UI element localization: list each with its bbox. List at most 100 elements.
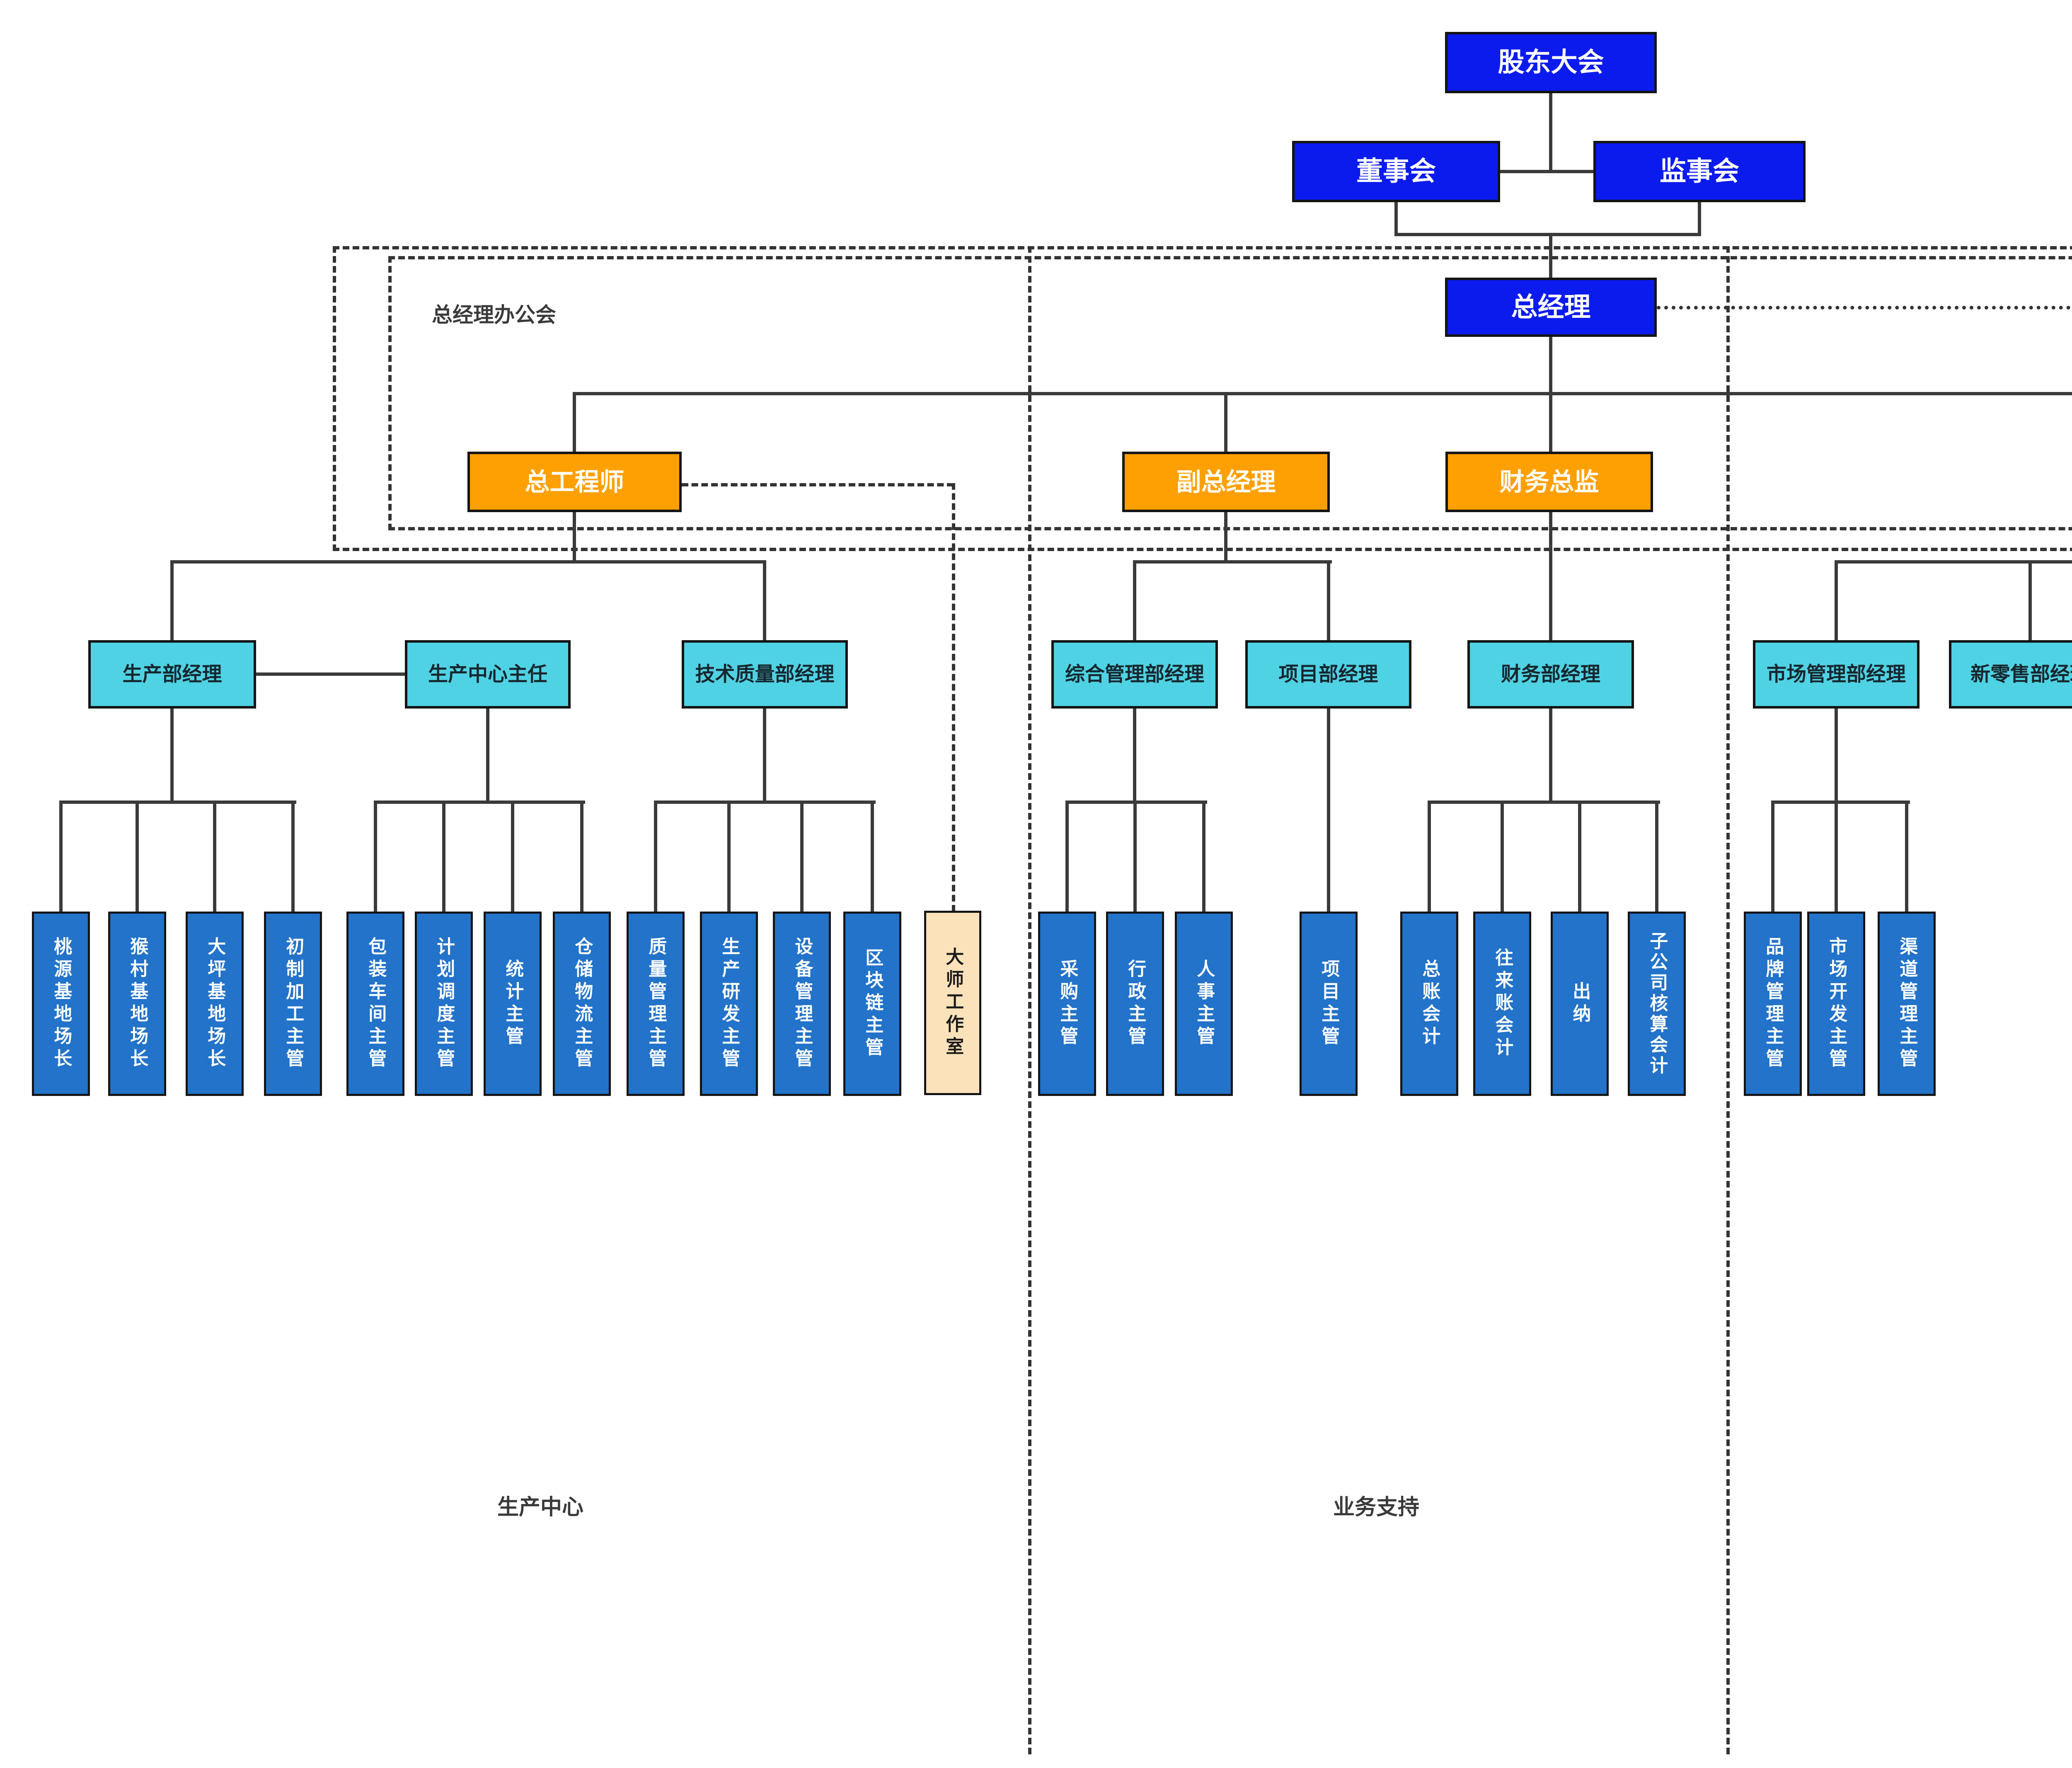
node-label: 生产部经理 <box>122 663 222 685</box>
node-market-dev-supervisor: 市场开发主管 <box>1807 912 1865 1096</box>
connector-line <box>1394 202 1398 236</box>
connector-line <box>1428 802 1431 912</box>
node-label: 大师工作室 <box>943 947 963 1059</box>
node-general-ledger-accountant: 总账会计 <box>1400 912 1458 1096</box>
node-admin-supervisor: 行政主管 <box>1106 912 1164 1096</box>
connector-line <box>871 802 874 912</box>
node-production-center-director: 生产中心主任 <box>405 640 571 709</box>
connector-line <box>1549 709 1552 802</box>
connector-line <box>654 802 657 912</box>
node-master-studio: 大师工作室 <box>924 911 981 1095</box>
node-market-mgmt-dept-manager: 市场管理部经理 <box>1753 640 1920 709</box>
connector-line <box>1771 801 1910 804</box>
node-quality-mgmt-supervisor: 质量管理主管 <box>627 912 685 1096</box>
node-label: 市场开发主管 <box>1826 936 1847 1071</box>
node-label: 财务部经理 <box>1501 663 1600 685</box>
node-label: 往来账会计 <box>1492 948 1513 1060</box>
node-label: 股东大会 <box>1498 47 1604 77</box>
node-statistics-supervisor: 统计主管 <box>484 912 542 1096</box>
connector-line <box>1771 802 1774 912</box>
connector-line <box>682 483 954 486</box>
node-label: 猴村基地场长 <box>127 936 148 1071</box>
node-label: 包装车间主管 <box>366 936 386 1071</box>
node-label: 渠道管理主管 <box>1897 936 1917 1071</box>
connector-line <box>573 512 576 564</box>
node-houcun-base-head: 猴村基地场长 <box>108 912 166 1096</box>
node-packaging-workshop-supervisor: 包装车间主管 <box>346 912 404 1096</box>
node-label: 副总经理 <box>1176 468 1276 496</box>
node-project-supervisor: 项目主管 <box>1300 912 1358 1096</box>
connector-line <box>1224 394 1227 452</box>
node-label: 仓储物流主管 <box>572 936 593 1071</box>
connector-line <box>1202 802 1205 912</box>
node-finance-dept-manager: 财务部经理 <box>1467 640 1634 709</box>
node-finance-director: 财务总监 <box>1445 452 1653 512</box>
connector-line <box>800 802 804 912</box>
node-general-admin-dept-manager: 综合管理部经理 <box>1051 640 1218 709</box>
node-label: 生产研发主管 <box>719 936 740 1071</box>
connector-line <box>573 392 2072 395</box>
node-production-rnd-supervisor: 生产研发主管 <box>700 912 758 1096</box>
connector-line <box>1133 560 1332 564</box>
node-warehouse-logistics-supervisor: 仓储物流主管 <box>553 912 611 1096</box>
connector-line <box>291 802 295 912</box>
node-label: 董事会 <box>1356 156 1436 186</box>
node-label: 区块链主管 <box>862 948 883 1060</box>
connector-line <box>1655 802 1658 912</box>
connector-line <box>1133 561 1136 640</box>
connector-line <box>1698 202 1701 236</box>
connector-line <box>170 709 174 802</box>
connector-line <box>727 802 731 912</box>
node-board-of-directors: 董事会 <box>1292 141 1500 202</box>
connector-line <box>1065 802 1069 912</box>
gm-office-label: 总经理办公会 <box>432 303 556 327</box>
connector-line <box>256 672 405 676</box>
node-label: 设备管理主管 <box>792 936 813 1071</box>
node-label: 子公司核算会计 <box>1647 931 1668 1076</box>
connector-line <box>374 802 377 912</box>
connector-line <box>1327 709 1330 912</box>
node-cashier: 出纳 <box>1551 912 1609 1096</box>
connector-line <box>374 801 585 804</box>
connector-line <box>1549 512 1552 640</box>
node-deputy-gm-left: 副总经理 <box>1122 452 1330 512</box>
connector-line <box>580 802 583 912</box>
section-label-production-center: 生产中心 <box>497 1495 584 1519</box>
node-label: 桃源基地场长 <box>51 936 72 1071</box>
connector-line <box>1028 246 1031 1754</box>
connector-line <box>1133 709 1136 802</box>
node-label: 技术质量部经理 <box>695 663 835 685</box>
node-general-manager: 总经理 <box>1445 278 1657 337</box>
connector-line <box>1578 802 1581 912</box>
connector-line <box>573 394 576 452</box>
node-taoyuan-base-head: 桃源基地场长 <box>32 912 90 1096</box>
connector-line <box>1726 246 1730 1754</box>
node-label: 综合管理部经理 <box>1065 663 1204 685</box>
connector-line <box>1500 170 1593 173</box>
node-blockchain-supervisor: 区块链主管 <box>843 912 901 1096</box>
connector-line <box>1905 802 1908 912</box>
connector-line <box>1549 233 1552 278</box>
node-label: 项目主管 <box>1319 959 1339 1049</box>
node-label: 出纳 <box>1570 981 1590 1026</box>
connector-line <box>952 483 955 912</box>
node-hr-supervisor: 人事主管 <box>1175 912 1233 1096</box>
node-receivables-accountant: 往来账会计 <box>1473 912 1531 1096</box>
node-new-retail-dept-manager: 新零售部经理 <box>1949 640 2072 709</box>
node-chief-engineer: 总工程师 <box>467 452 682 512</box>
connector-line <box>763 561 766 640</box>
node-primary-processing-supervisor: 初制加工主管 <box>264 912 322 1096</box>
connector-line <box>1835 560 2072 564</box>
node-label: 财务总监 <box>1499 468 1599 496</box>
connector-line <box>1657 306 2072 310</box>
node-label: 市场管理部经理 <box>1766 663 1906 685</box>
node-tech-quality-dept-manager: 技术质量部经理 <box>682 640 848 709</box>
connector-line <box>1549 337 1552 394</box>
connector-line <box>213 802 216 912</box>
node-label: 质量管理主管 <box>646 936 666 1071</box>
node-production-dept-manager: 生产部经理 <box>88 640 256 709</box>
connector-line <box>170 561 174 640</box>
connector-line <box>1133 802 1137 912</box>
node-label: 统计主管 <box>503 959 523 1049</box>
strategy-committee-boundary <box>333 246 2072 551</box>
